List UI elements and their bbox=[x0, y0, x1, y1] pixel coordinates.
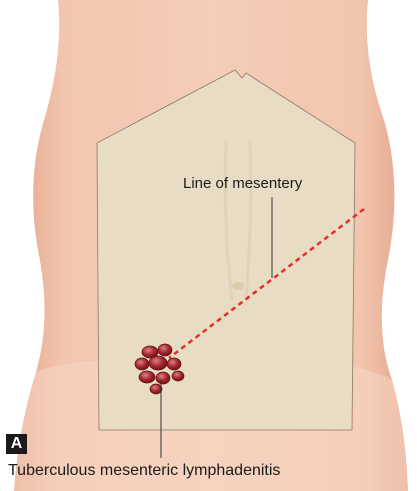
lymph-node bbox=[158, 344, 172, 356]
lymphadenitis-label: Tuberculous mesenteric lymphadenitis bbox=[8, 462, 280, 480]
lymph-node bbox=[139, 371, 155, 383]
mesentery-label: Line of mesentery bbox=[183, 175, 302, 192]
lymph-node bbox=[156, 372, 170, 384]
lymph-node bbox=[135, 358, 149, 370]
lymph-node bbox=[172, 371, 184, 381]
panel-letter-badge: A bbox=[6, 434, 27, 454]
umbilicus bbox=[232, 282, 244, 290]
lymph-node bbox=[149, 356, 167, 370]
lymph-node bbox=[167, 358, 181, 370]
lymph-node bbox=[150, 384, 162, 394]
